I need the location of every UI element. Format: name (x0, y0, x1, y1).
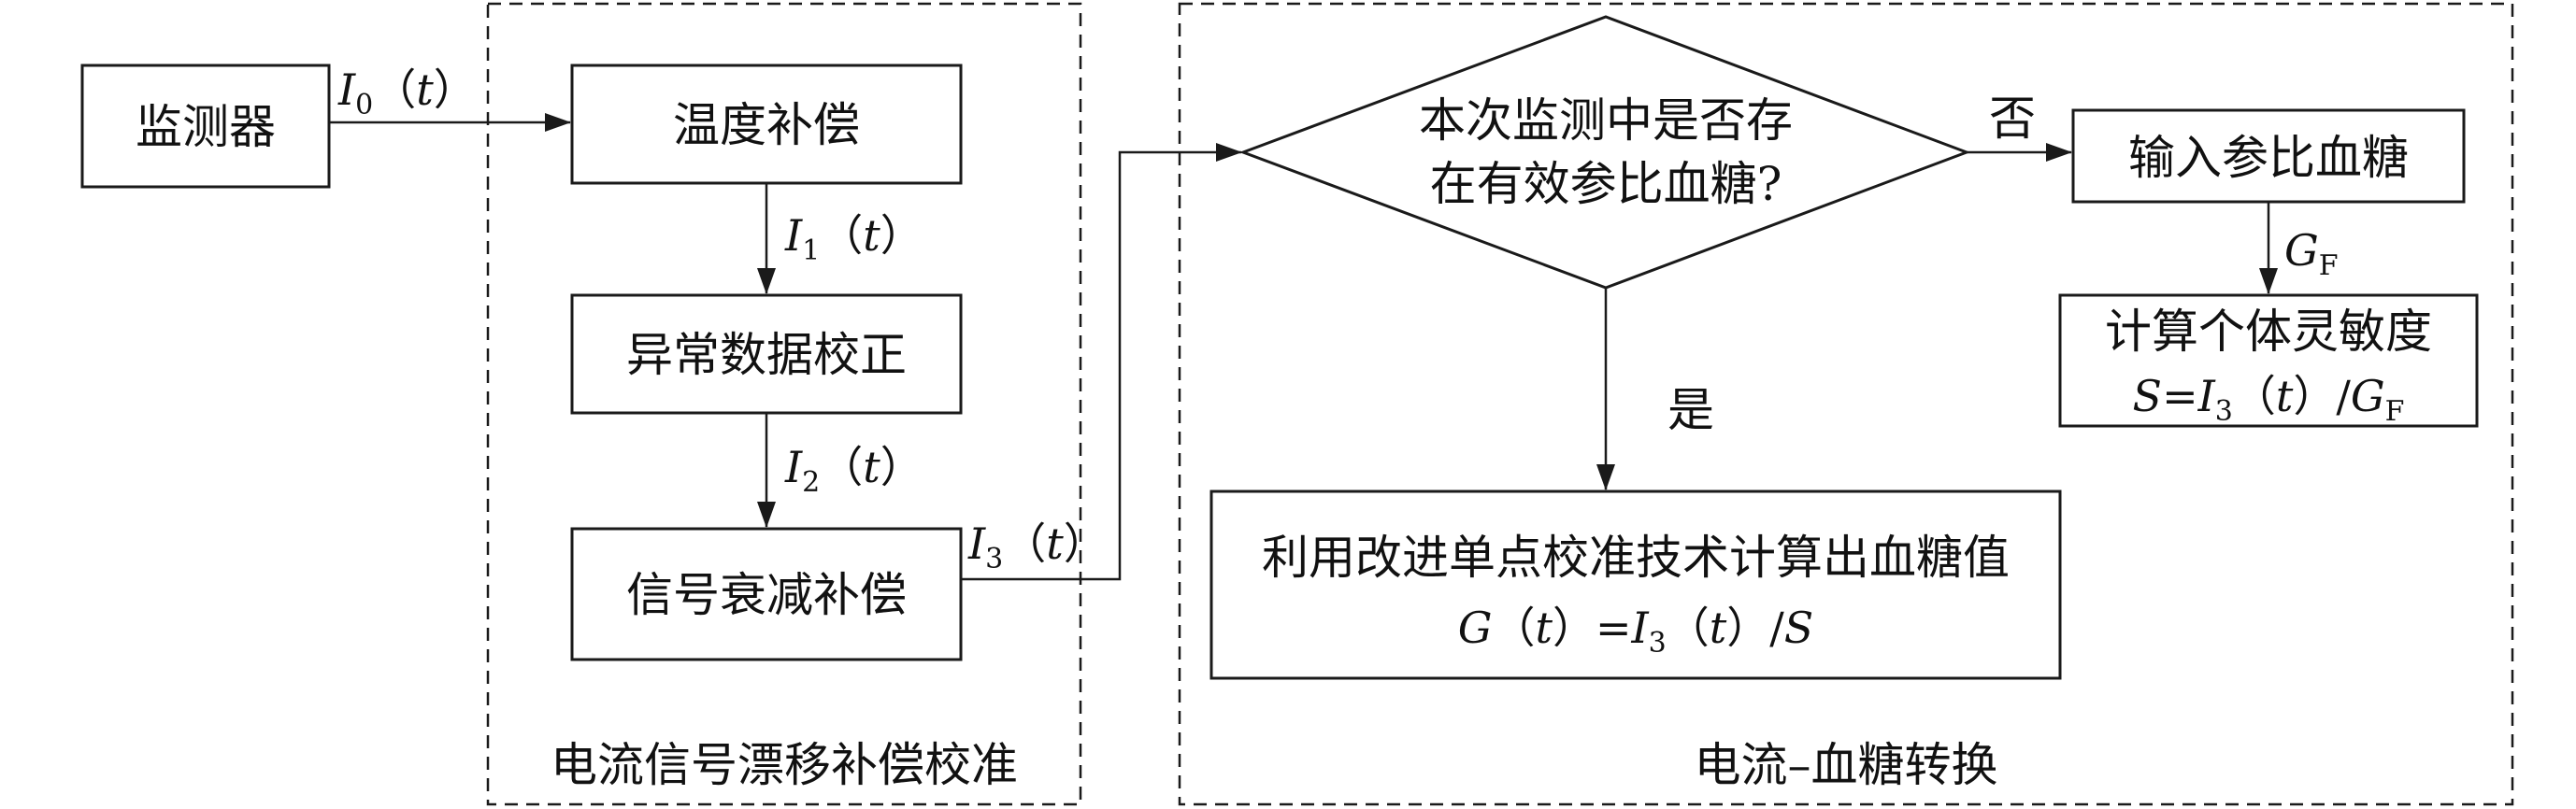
group-current-glucose-conversion (1178, 2, 2514, 806)
node-decision-line1: 本次监测中是否存 (1419, 93, 1793, 148)
node-signal-attenuation-compensation (570, 527, 963, 661)
node-glucose-calculation-formula: G（t）=I3（t）/S (1458, 603, 1814, 660)
edge-label-yes: 是 (1667, 383, 1714, 437)
node-monitor-label: 监测器 (136, 100, 276, 154)
node-monitor (80, 64, 331, 189)
edge-label-gf: GF (2284, 225, 2339, 282)
group-conversion-label: 电流–血糖转换 (1695, 738, 1998, 792)
edge-label-i1: I1（t） (784, 210, 923, 267)
node-individual-sensitivity-line1: 计算个体灵敏度 (2105, 305, 2432, 359)
node-abnormal-data-correction (570, 293, 963, 415)
node-glucose-calculation-line1: 利用改进单点校准技术计算出血糖值 (1262, 531, 2010, 585)
edge-label-i3: I3（t） (967, 518, 1107, 575)
node-decision-diamond (1238, 15, 1971, 290)
node-individual-sensitivity-formula: S=I3（t）/GF (2133, 371, 2405, 428)
edge-label-i0: I0（t） (337, 64, 477, 121)
node-individual-sensitivity (2058, 293, 2479, 428)
node-signal-attenuation-compensation-label: 信号衰减补偿 (626, 568, 907, 622)
group-drift-label: 电流信号漂移补偿校准 (551, 738, 1018, 792)
node-input-reference-glucose-label: 输入参比血糖 (2128, 131, 2409, 185)
node-glucose-calculation (1209, 490, 2062, 680)
node-temperature-compensation-label: 温度补偿 (673, 98, 860, 152)
node-abnormal-data-correction-label: 异常数据校正 (626, 328, 907, 382)
group-drift-calibration (486, 2, 1082, 806)
edge-attenuation-to-decision (961, 143, 1242, 581)
edge-label-no: 否 (1989, 92, 2036, 146)
edge-label-i2: I2（t） (784, 442, 923, 499)
node-decision-line2: 在有效参比血糖? (1430, 157, 1782, 211)
node-input-reference-glucose (2071, 108, 2466, 204)
